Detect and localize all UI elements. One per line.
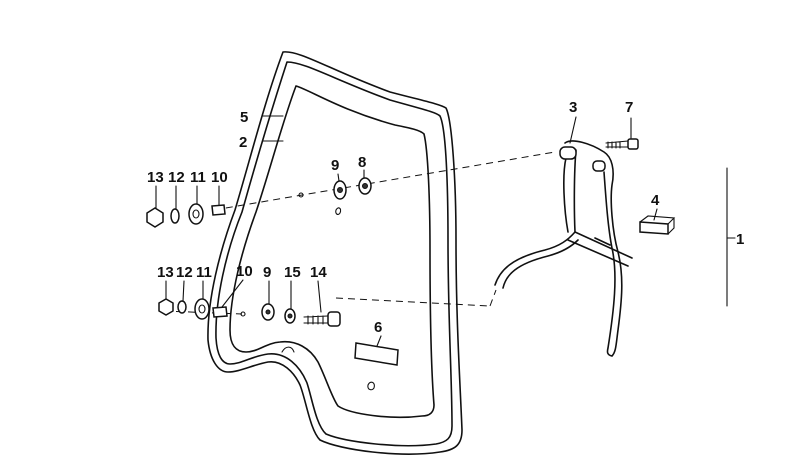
alignment-line-upper [213, 151, 556, 211]
bolt-7 [605, 138, 639, 150]
bushing-15 [284, 308, 296, 324]
callout-3: 3 [569, 99, 577, 116]
bracket-pivot [559, 146, 577, 160]
cap-nut-13-bottom [158, 298, 174, 316]
windshield-glass [229, 85, 435, 419]
callout-11-bottom: 11 [196, 264, 212, 281]
cap-nut-13-top [146, 207, 164, 228]
windshield-seal-outer [207, 51, 463, 455]
washer-12-bottom [177, 300, 187, 314]
seal-tab [281, 346, 295, 353]
mounting-bracket [563, 140, 623, 357]
glass-detail-mark-lower [367, 381, 375, 391]
bracket-pivot-2 [592, 160, 606, 172]
alignment-line-lower [335, 289, 497, 307]
grommet-11-bottom [194, 298, 210, 320]
callout-12-top: 12 [168, 169, 185, 186]
callout-7: 7 [625, 99, 633, 116]
glass-detail-mark [335, 207, 342, 215]
leader-lines [155, 115, 658, 347]
callout-12-bottom: 12 [176, 264, 193, 281]
callout-2: 2 [239, 134, 247, 151]
screw-14 [303, 311, 341, 327]
callout-14: 14 [310, 264, 327, 281]
grommet-9-top [333, 180, 347, 200]
callout-13-top: 13 [147, 169, 164, 186]
callout-13-bottom: 13 [157, 264, 174, 281]
callout-15: 15 [284, 264, 301, 281]
spacer-10-bottom [212, 306, 228, 318]
nut-8 [358, 177, 372, 195]
callout-11-top: 11 [190, 169, 206, 186]
grommet-11-top [188, 203, 204, 225]
callout-9-top: 9 [331, 157, 339, 174]
callout-4: 4 [651, 192, 660, 209]
callout-1: 1 [736, 231, 744, 248]
washer-12-top [170, 208, 180, 224]
spacer-10-top [211, 204, 226, 216]
label-sticker [354, 342, 399, 366]
clip-4 [639, 215, 676, 235]
bracket-arm [494, 231, 633, 289]
callout-8: 8 [358, 154, 366, 171]
callout-9-bottom: 9 [263, 264, 271, 281]
callout-10-top: 10 [211, 169, 228, 186]
grommet-9-bottom [261, 303, 275, 321]
callout-10-bottom: 10 [236, 263, 253, 280]
callout-6: 6 [374, 319, 382, 336]
windshield-seal-inner [215, 61, 453, 447]
callout-5: 5 [240, 109, 248, 126]
